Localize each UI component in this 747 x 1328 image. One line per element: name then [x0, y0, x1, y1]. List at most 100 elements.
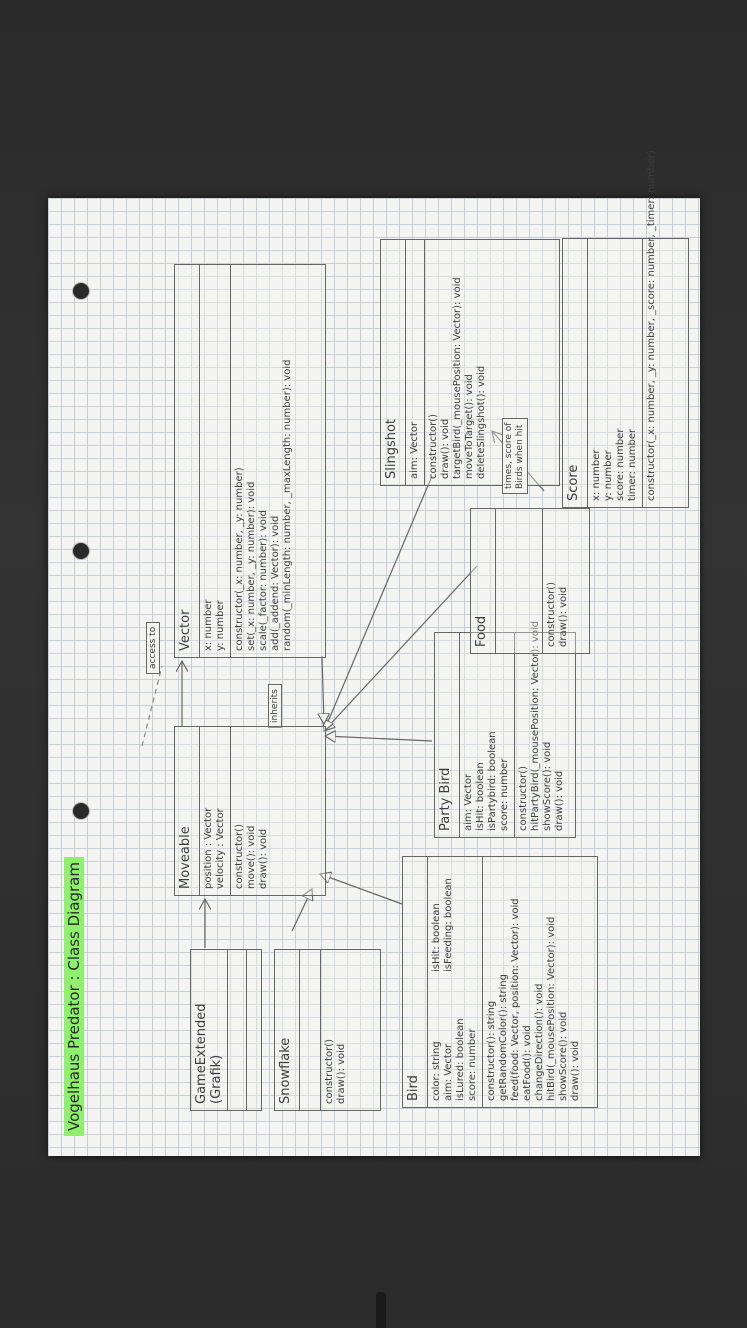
punch-hole-bottom — [72, 802, 90, 820]
attributes-section: position : Vector velocity : Vector — [200, 727, 231, 895]
method: changeDirection(): void — [534, 983, 545, 1102]
attribute: y: number — [215, 600, 226, 651]
method: hitPartyBird(_mousePosition: Vector): vo… — [530, 620, 541, 831]
method: constructor(_x: number, _y: number) — [234, 467, 245, 651]
class-diagram: Vogelhaus Predator : Class Diagram acces… — [62, 150, 689, 1136]
methods-section: constructor() draw(): void — [321, 950, 351, 1110]
class-score: Score x: number y: number score: number … — [562, 150, 689, 508]
class-food: Food constructor() draw(): void — [470, 508, 590, 654]
class-name: GameExtended (Grafik) — [191, 950, 228, 1110]
method: getRandomColor(): string — [498, 974, 509, 1101]
note-line: times, score of — [504, 422, 514, 489]
method: hitBird(_mousePosition: Vector): void — [546, 916, 557, 1101]
attributes-section: x: number y: number score: number timer:… — [588, 239, 643, 507]
class-snowflake: Snowflake constructor() draw(): void — [274, 949, 381, 1111]
method: showScore(): void — [558, 1011, 569, 1101]
method: draw(): void — [570, 1040, 581, 1101]
methods-section: constructor(): string getRandomColor(): … — [483, 857, 585, 1107]
diagram-title: Vogelhaus Predator : Class Diagram — [64, 857, 84, 1136]
attribute: velocity : Vector — [215, 808, 226, 889]
method: constructor(): string — [486, 1000, 497, 1101]
attributes-section: x: number y: number — [200, 265, 231, 657]
class-name: Snowflake — [275, 950, 300, 1110]
attributes-section: aim: Vector — [406, 240, 425, 485]
method: feed(food: Vector, position: Vector): vo… — [510, 898, 521, 1101]
attribute: position : Vector — [203, 807, 214, 889]
attribute: isHit: boolean — [431, 903, 442, 972]
edge-partybird-moveable — [325, 736, 433, 741]
access-to-note: access to — [146, 621, 160, 674]
method: constructor() — [324, 1039, 335, 1104]
class-name: Score — [563, 239, 588, 507]
class-name: Food — [471, 509, 496, 653]
method: eatFood(): void — [522, 1025, 533, 1101]
method: constructor(_x: number, _y: number, _sco… — [646, 150, 657, 501]
method: constructor() — [546, 582, 557, 647]
attributes-section: aim: Vector isHit: boolean isPartybird: … — [460, 633, 515, 837]
attribute: isHit: boolean — [475, 762, 486, 831]
method: draw(): void — [258, 828, 269, 889]
edge-slingshot-moveable — [324, 475, 433, 731]
method: moveToTarget(): void — [464, 374, 475, 479]
method: constructor() — [234, 824, 245, 889]
attributes-section — [228, 950, 247, 1110]
note-line: Birds when hit — [515, 424, 525, 489]
class-name: Moveable — [175, 727, 200, 895]
class-name: Party Bird — [435, 633, 460, 837]
punch-hole-middle — [72, 542, 90, 560]
method: draw(): void — [440, 418, 451, 479]
methods-section — [247, 950, 253, 1110]
attribute: y: number — [603, 450, 614, 501]
attributes-right-column: isHit: boolean isFeeding: boolean — [431, 878, 455, 972]
attribute: aim: Vector — [409, 421, 420, 479]
method: constructor() — [518, 766, 529, 831]
methods-section: constructor() draw(): void targetBird(_m… — [425, 240, 491, 485]
class-partybird: Party Bird aim: Vector isHit: boolean is… — [434, 620, 576, 838]
methods-section: constructor() draw(): void — [543, 509, 573, 653]
attribute: isLured: boolean — [455, 1018, 466, 1101]
method: draw(): void — [336, 1043, 347, 1104]
attributes-section — [496, 509, 543, 653]
pen-tip — [376, 1292, 386, 1328]
methods-section: constructor(_x: number, _y: number, _sco… — [643, 150, 661, 507]
attribute: x: number — [203, 599, 214, 652]
attribute: isFeeding: boolean — [443, 878, 454, 972]
methods-section: constructor() hitPartyBird(_mousePositio… — [515, 620, 569, 837]
edge-access — [141, 665, 163, 747]
method: deleteSlingshot(): void — [476, 365, 487, 479]
inherits-note: inherits — [268, 684, 282, 728]
attribute: timer: number — [627, 428, 638, 501]
edge-vector-moveable — [322, 655, 324, 724]
method: move(): void — [246, 825, 257, 889]
attributes-section — [300, 950, 321, 1110]
class-vector: Vector x: number y: number constructor(_… — [174, 264, 326, 658]
class-moveable: Moveable position : Vector velocity : Ve… — [174, 726, 326, 896]
method: targetBird(_mousePosition: Vector): void — [452, 277, 463, 479]
methods-section: constructor() move(): void draw(): void — [231, 727, 273, 895]
edge-bird-moveable — [320, 874, 403, 905]
class-gameextended: GameExtended (Grafik) — [190, 949, 262, 1111]
diagram-edges — [141, 236, 545, 948]
method: scale(_factor: number): void — [258, 510, 269, 651]
class-name: Vector — [175, 265, 200, 657]
method: random(_minLength: number, _maxLength: n… — [282, 359, 293, 651]
score-side-note: times, score of Birds when hit — [502, 417, 528, 494]
attribute: x: number — [591, 449, 602, 502]
attribute: score: number — [499, 758, 510, 831]
method: add(_addend: Vector): void — [270, 515, 281, 651]
attribute: aim: Vector — [463, 773, 474, 831]
method: constructor() — [428, 414, 439, 479]
attribute: score: number — [467, 1028, 478, 1101]
attribute: isPartybird: boolean — [487, 731, 498, 831]
class-bird: Bird color: string aim: Vector isLured: … — [402, 856, 598, 1108]
method: draw(): void — [554, 770, 565, 831]
attributes-section: color: string aim: Vector isLured: boole… — [428, 857, 483, 1107]
attribute: score: number — [615, 428, 626, 501]
method: showScore(): void — [542, 741, 553, 831]
punch-hole-top — [72, 282, 90, 300]
class-slingshot: Slingshot aim: Vector constructor() draw… — [380, 239, 560, 486]
class-name: Bird — [403, 857, 428, 1107]
edge-snowflake-moveable — [291, 889, 312, 932]
method: set(_x: number, _y: number): void — [246, 481, 257, 651]
edge-food-moveable — [324, 565, 478, 731]
